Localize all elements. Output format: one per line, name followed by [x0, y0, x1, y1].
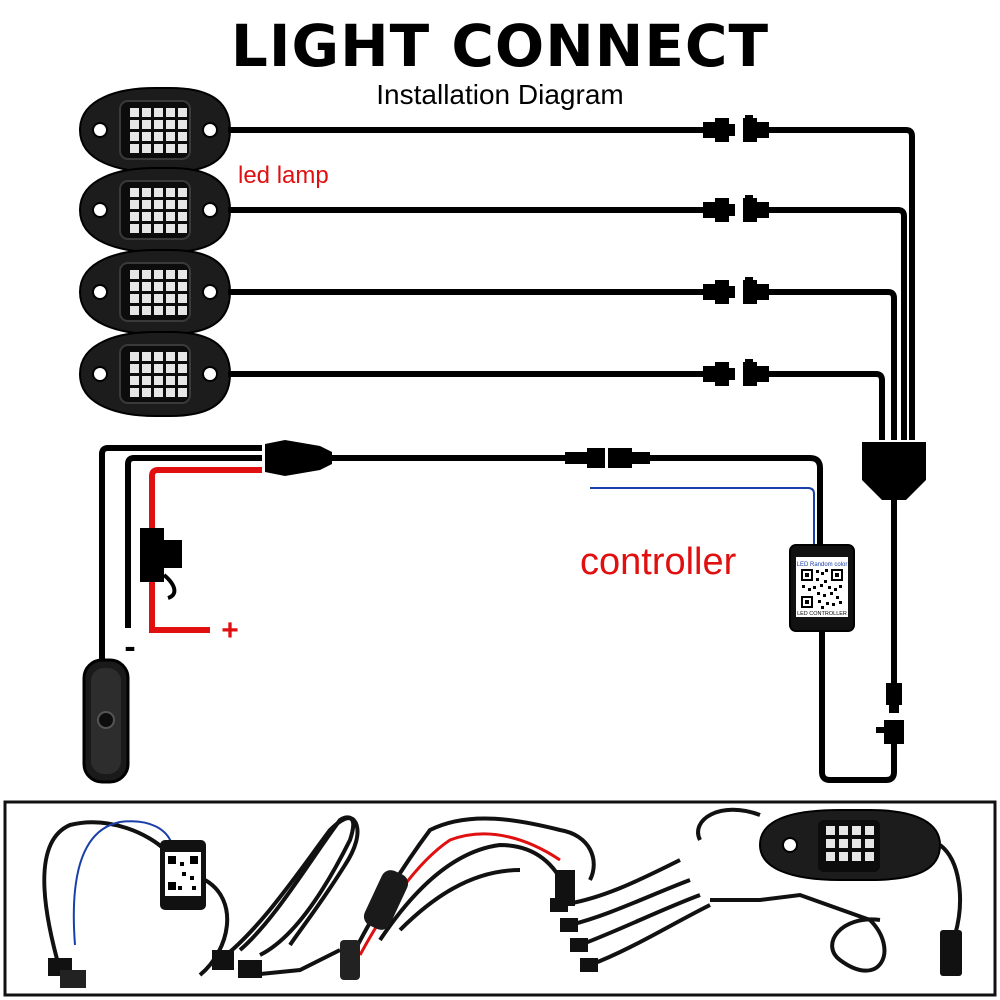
- vertical-connector: [876, 683, 904, 744]
- lamp-wires: [228, 127, 915, 440]
- connector-lamp-2: [703, 195, 769, 222]
- page-title: LIGHT CONNECT: [231, 12, 769, 80]
- controller-label: controller: [580, 541, 737, 583]
- power-harness-wires: [99, 445, 823, 660]
- led-lamp-label: led lamp: [238, 162, 329, 189]
- product-power-harness: [340, 816, 596, 980]
- fuse-holder: [140, 528, 182, 600]
- connector-lamp-3: [703, 277, 769, 304]
- connector-lamp-4: [703, 359, 769, 386]
- rocker-switch: [82, 658, 130, 784]
- page-subtitle: Installation Diagram: [376, 79, 623, 110]
- controller-bottom-text: LED CONTROLLER: [797, 611, 847, 617]
- controller-box: LED Random color LED CONTROLLER: [789, 544, 855, 632]
- product-controller-kit: [42, 820, 230, 988]
- qr-code-icon: [801, 569, 843, 609]
- led-lamp-1: [79, 87, 231, 173]
- harness-junction: [265, 440, 332, 476]
- signal-wire: [590, 487, 815, 545]
- splitter-block: [862, 442, 926, 500]
- led-lamp-2: [79, 167, 231, 253]
- inline-connector: [565, 448, 650, 468]
- led-lamp-3: [79, 249, 231, 335]
- product-extension-cable: [218, 815, 360, 977]
- positive-wire: [149, 467, 262, 633]
- splitter-output-wire: [819, 500, 897, 783]
- negative-label: -: [124, 628, 135, 666]
- positive-label: +: [221, 614, 239, 647]
- cable-plug-b: [238, 960, 262, 978]
- product-lamp-splitter: [550, 807, 962, 976]
- controller-top-text: LED Random color: [797, 562, 848, 568]
- led-lamp-4: [79, 331, 231, 417]
- cable-plug-a: [212, 950, 234, 970]
- connector-lamp-1: [703, 115, 769, 142]
